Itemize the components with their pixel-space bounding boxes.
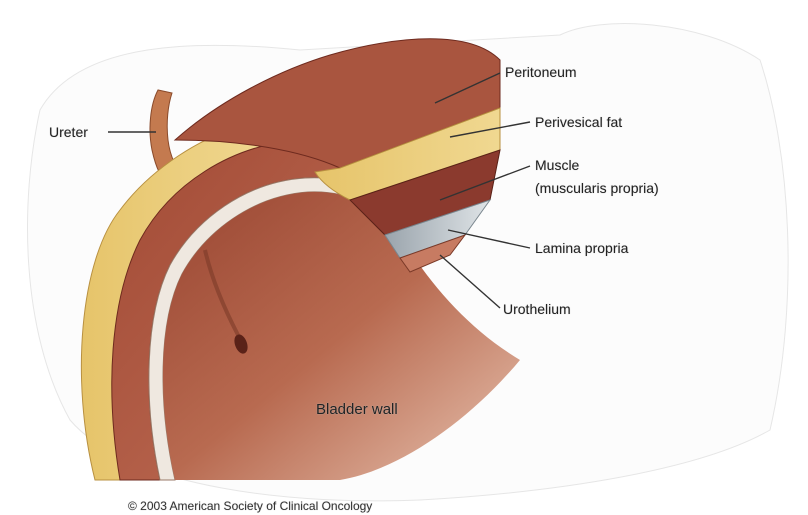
label-muscle: Muscle bbox=[535, 157, 579, 173]
copyright-text: © 2003 American Society of Clinical Onco… bbox=[128, 498, 372, 514]
label-bladder-wall: Bladder wall bbox=[316, 402, 398, 418]
label-ureter: Ureter bbox=[49, 124, 88, 140]
label-perivesical-fat: Perivesical fat bbox=[535, 114, 622, 130]
label-muscularis-propria: (muscularis propria) bbox=[535, 180, 659, 196]
label-urothelium: Urothelium bbox=[503, 301, 571, 317]
label-peritoneum: Peritoneum bbox=[505, 64, 577, 80]
label-lamina-propria: Lamina propria bbox=[535, 240, 628, 256]
